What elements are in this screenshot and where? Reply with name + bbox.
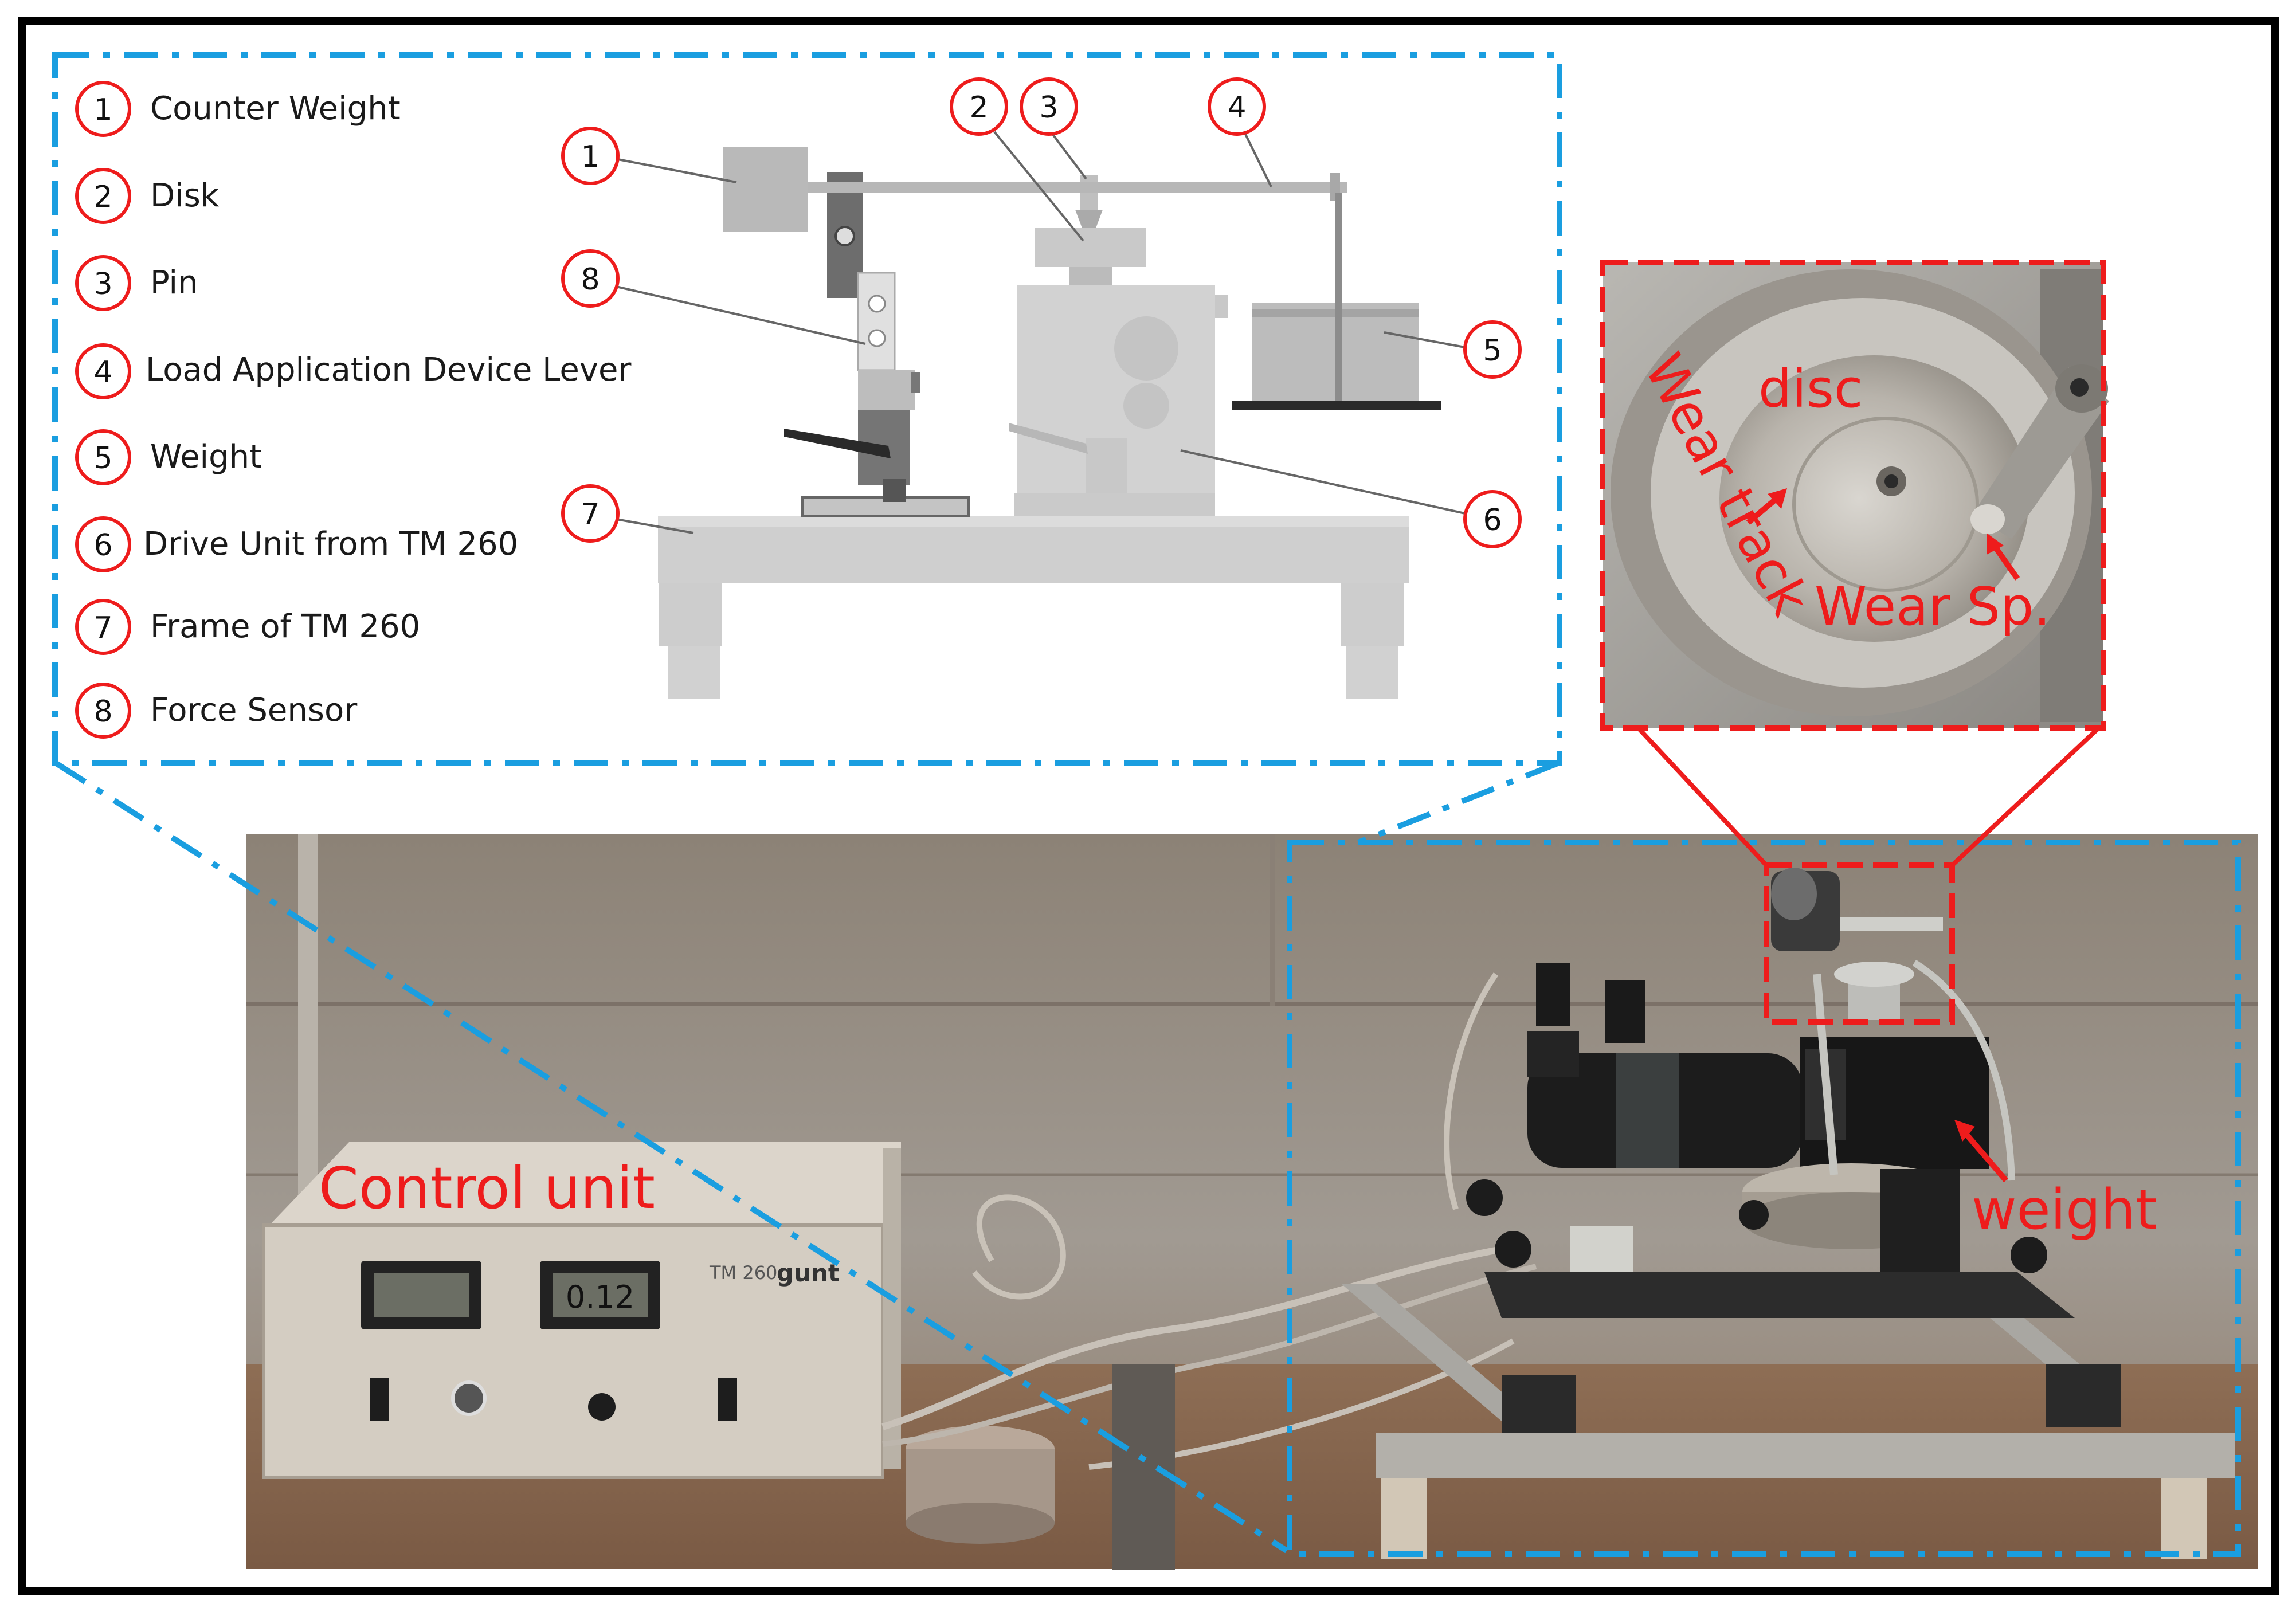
disk-schematic xyxy=(1035,228,1146,267)
disc-label: disc xyxy=(1758,358,1863,419)
legend-item-5: 5 Weight xyxy=(75,429,262,485)
zoom-guide-left xyxy=(54,760,1288,1554)
svg-text:5: 5 xyxy=(93,441,112,476)
callout-3 xyxy=(1020,77,1078,136)
legend: 1 Counter Weight 2 Disk 3 Pin 4 Load App… xyxy=(75,81,632,739)
wear-specimen-label: Wear Sp. xyxy=(1815,576,2051,637)
control-unit: 0.12 TM 260 gunt xyxy=(262,1142,901,1479)
svg-text:Frame of TM 260: Frame of TM 260 xyxy=(150,608,420,645)
legend-item-7: 7 Frame of TM 260 xyxy=(75,599,420,655)
svg-text:Weight: Weight xyxy=(150,438,262,476)
closeup-panel: disc Wear track Wear Sp. xyxy=(1600,260,2109,731)
callout-5 xyxy=(1463,320,1522,379)
outer-border xyxy=(18,17,2279,1595)
callout-7 xyxy=(561,484,620,543)
legend-item-4: 4 Load Application Device Lever xyxy=(75,343,632,399)
svg-text:Disk: Disk xyxy=(150,177,220,214)
svg-text:7: 7 xyxy=(581,497,600,532)
tribometer-photo xyxy=(1341,868,2235,1559)
svg-text:Counter Weight: Counter Weight xyxy=(150,90,401,127)
callout-6 xyxy=(1463,490,1522,548)
zoom-guide-right xyxy=(1357,760,1559,845)
svg-text:6: 6 xyxy=(1483,503,1502,538)
diagram-callouts: 1 2 3 4 5 6 7 8 xyxy=(561,77,1522,548)
force-sensor xyxy=(857,272,896,371)
svg-text:6: 6 xyxy=(93,528,112,563)
svg-text:Force Sensor: Force Sensor xyxy=(150,692,358,729)
wear-specimen-arrow xyxy=(1987,533,2020,581)
zoom-guide-red-left xyxy=(1637,727,1768,867)
counter-weight-schematic xyxy=(723,147,808,232)
machine-schematic xyxy=(658,147,1441,699)
weight-arrow xyxy=(1954,1120,2008,1183)
legend-item-6: 6 Drive Unit from TM 260 xyxy=(75,516,518,572)
legend-item-1: 1 Counter Weight xyxy=(75,81,401,137)
brand-logo: gunt xyxy=(777,1259,840,1287)
zoom-guide-red-right xyxy=(1950,727,2099,867)
callout-4 xyxy=(1208,77,1266,136)
device-model: TM 260 xyxy=(709,1262,777,1284)
weight-label: weight xyxy=(1972,1178,2157,1242)
legend-item-8: 8 Force Sensor xyxy=(75,683,358,739)
svg-text:4: 4 xyxy=(1227,91,1246,125)
svg-text:5: 5 xyxy=(1483,334,1502,368)
closeup-wear-specimen xyxy=(1970,504,2005,534)
svg-text:4: 4 xyxy=(93,355,112,390)
closeup-frame xyxy=(1600,260,2106,731)
legend-item-2: 2 Disk xyxy=(75,168,220,224)
callout-1 xyxy=(561,127,620,185)
closeup-wear-track xyxy=(1792,417,1979,592)
svg-text:1: 1 xyxy=(581,140,600,174)
schematic-frame xyxy=(52,52,1562,766)
control-unit-label: Control unit xyxy=(319,1155,655,1222)
svg-text:1: 1 xyxy=(93,93,112,127)
svg-text:3: 3 xyxy=(93,267,112,301)
photo-panel: 0.12 TM 260 gunt xyxy=(246,834,2258,1570)
base-leg-right xyxy=(1341,583,1404,646)
svg-text:8: 8 xyxy=(93,695,112,729)
svg-text:2: 2 xyxy=(93,180,112,214)
callout-8 xyxy=(561,249,620,308)
svg-text:Pin: Pin xyxy=(150,264,198,301)
svg-text:Drive Unit from TM 260: Drive Unit from TM 260 xyxy=(143,525,518,563)
legend-item-3: 3 Pin xyxy=(75,255,198,311)
svg-text:3: 3 xyxy=(1039,91,1058,125)
svg-text:Load Application Device Lever: Load Application Device Lever xyxy=(146,351,632,389)
display-right-value: 0.12 xyxy=(566,1279,634,1315)
svg-text:8: 8 xyxy=(581,262,600,297)
photo-pin-frame xyxy=(1764,862,1955,1025)
svg-text:2: 2 xyxy=(969,91,988,125)
svg-text:7: 7 xyxy=(93,611,112,645)
schematic-panel: 1 Counter Weight 2 Disk 3 Pin 4 Load App… xyxy=(52,52,1562,766)
base-leg-left xyxy=(659,583,722,646)
wear-track-arrow xyxy=(1746,488,1787,525)
callout-2 xyxy=(950,77,1008,136)
lever-arm xyxy=(802,182,1347,193)
photo-machine-frame xyxy=(1287,840,2241,1557)
